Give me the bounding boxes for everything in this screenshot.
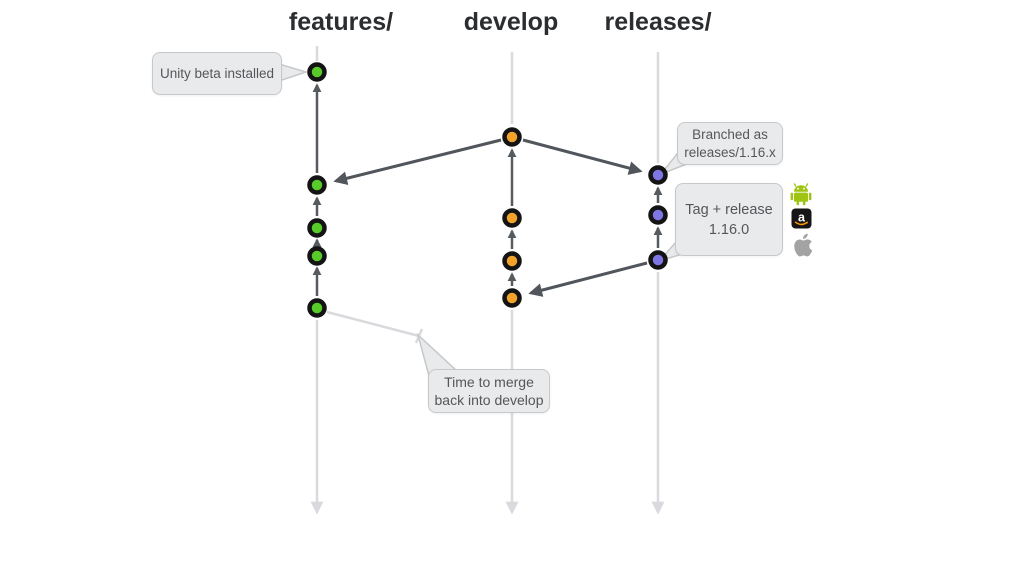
commit-features-1 [307,62,327,82]
commit-edges-dark [312,83,663,296]
commit-features-3 [307,218,327,238]
pending-merge-line [326,310,424,344]
callout-merge-line2: back into develop [434,392,544,408]
svg-text:a: a [798,211,806,225]
arrow-develop-to-releases [522,138,643,175]
commit-features-4 [307,246,327,266]
callout-tag-line1: Tag + release [685,201,773,218]
callout-unity-text: Unity beta installed [159,65,275,81]
amazon-appstore-icon: a [791,208,811,229]
commit-releases-1 [648,165,668,185]
branch-rails-light [310,46,665,515]
callout-branched-line1: Branched as [692,126,768,142]
commit-features-5 [307,298,327,318]
commit-develop-4 [502,288,522,308]
callout-branched-line2: releases/1.16.x [684,144,776,160]
callout-time-to-merge: Time to merge back into develop [428,369,550,413]
callout-tails [278,62,702,393]
arrow-develop-to-features [333,138,502,186]
commit-develop-3 [502,251,522,271]
callout-tag-line2: 1.16.0 [708,221,750,238]
commit-releases-3 [648,250,668,270]
commit-develop-2 [502,208,522,228]
callout-merge-line1: Time to merge [444,374,534,390]
commit-nodes [307,62,668,318]
arrow-releases-to-develop [528,261,648,297]
branch-header-features: features/ [288,8,394,36]
callout-tag-release: Tag + release 1.16.0 [675,183,783,256]
commit-develop-1 [502,127,522,147]
callout-branched-as: Branched as releases/1.16.x [677,122,783,165]
branch-header-releases: releases/ [604,8,712,36]
commit-releases-2 [648,205,668,225]
commit-features-2 [307,175,327,195]
cross-branch-arrows [333,138,648,297]
callout-unity-beta: Unity beta installed [152,52,282,95]
platform-icons: a [786,182,816,259]
branch-header-develop: develop [463,8,559,36]
android-icon [790,183,812,206]
unity-callout-tail [278,62,309,83]
apple-icon [794,233,813,257]
